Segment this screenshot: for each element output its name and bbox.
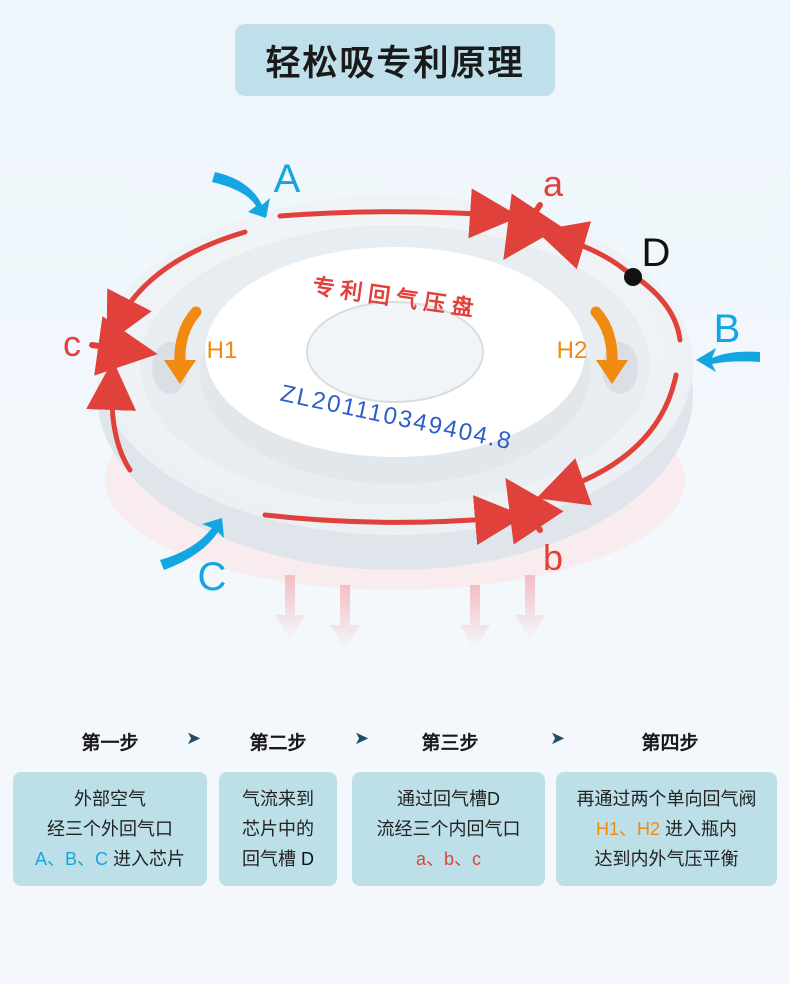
marker-A: A: [274, 157, 301, 201]
marker-b: b: [543, 537, 563, 578]
step-2-line-1: 气流来到: [242, 784, 314, 814]
step-2-line-3: 回气槽 D: [242, 844, 314, 874]
marker-D: D: [642, 231, 671, 275]
step-2-card: 气流来到 芯片中的 回气槽 D: [219, 772, 337, 886]
step-1-line-3-rest: 进入芯片: [113, 849, 185, 869]
marker-H1: H1: [207, 337, 238, 364]
marker-a: a: [543, 163, 564, 204]
step-2-highlight: D: [301, 849, 314, 869]
step-1-title: 第一步: [60, 728, 160, 755]
step-arrow-icon: ➤: [186, 728, 201, 749]
step-3-line-1: 通过回气槽D: [397, 784, 500, 814]
patent-disc-diagram: 专利回气压盘 ZL201110349404.8 A B C a b c D H1…: [0, 120, 790, 680]
step-2-line-3-pre: 回气槽: [242, 849, 296, 869]
step-3-line-2: 流经三个内回气口: [377, 814, 521, 844]
title-banner: 轻松吸专利原理: [235, 24, 555, 96]
groove-point-d: [624, 268, 642, 286]
page-title: 轻松吸专利原理: [265, 35, 524, 86]
step-4-card: 再通过两个单向回气阀 H1、H2 进入瓶内 达到内外气压平衡: [556, 772, 777, 886]
step-arrow-icon: ➤: [550, 728, 565, 749]
step-4-line-3: 达到内外气压平衡: [595, 844, 739, 874]
marker-C: C: [198, 555, 227, 599]
step-3-title: 第三步: [400, 728, 500, 755]
step-4-line-1: 再通过两个单向回气阀: [577, 784, 757, 814]
step-3-card: 通过回气槽D 流经三个内回气口 a、b、c: [352, 772, 545, 886]
step-1-highlight: A、B、C: [35, 849, 108, 869]
step-4-line-2: H1、H2 进入瓶内: [596, 814, 737, 844]
step-2-line-2: 芯片中的: [242, 814, 314, 844]
step-4-title: 第四步: [620, 728, 720, 755]
step-4-highlight: H1、H2: [596, 819, 660, 839]
marker-H2: H2: [557, 337, 588, 364]
step-3-highlight: a、b、c: [416, 844, 481, 874]
marker-c: c: [63, 323, 81, 364]
step-2-title: 第二步: [228, 728, 328, 755]
step-1-line-1: 外部空气: [74, 784, 146, 814]
marker-B: B: [714, 307, 741, 351]
step-headers: 第一步 ➤ 第二步 ➤ 第三步 ➤ 第四步: [0, 728, 790, 764]
step-4-line-2-rest: 进入瓶内: [665, 819, 737, 839]
step-1-card: 外部空气 经三个外回气口 A、B、C 进入芯片: [13, 772, 207, 886]
step-arrow-icon: ➤: [354, 728, 369, 749]
step-1-line-3: A、B、C 进入芯片: [35, 844, 185, 874]
step-1-line-2: 经三个外回气口: [47, 814, 173, 844]
